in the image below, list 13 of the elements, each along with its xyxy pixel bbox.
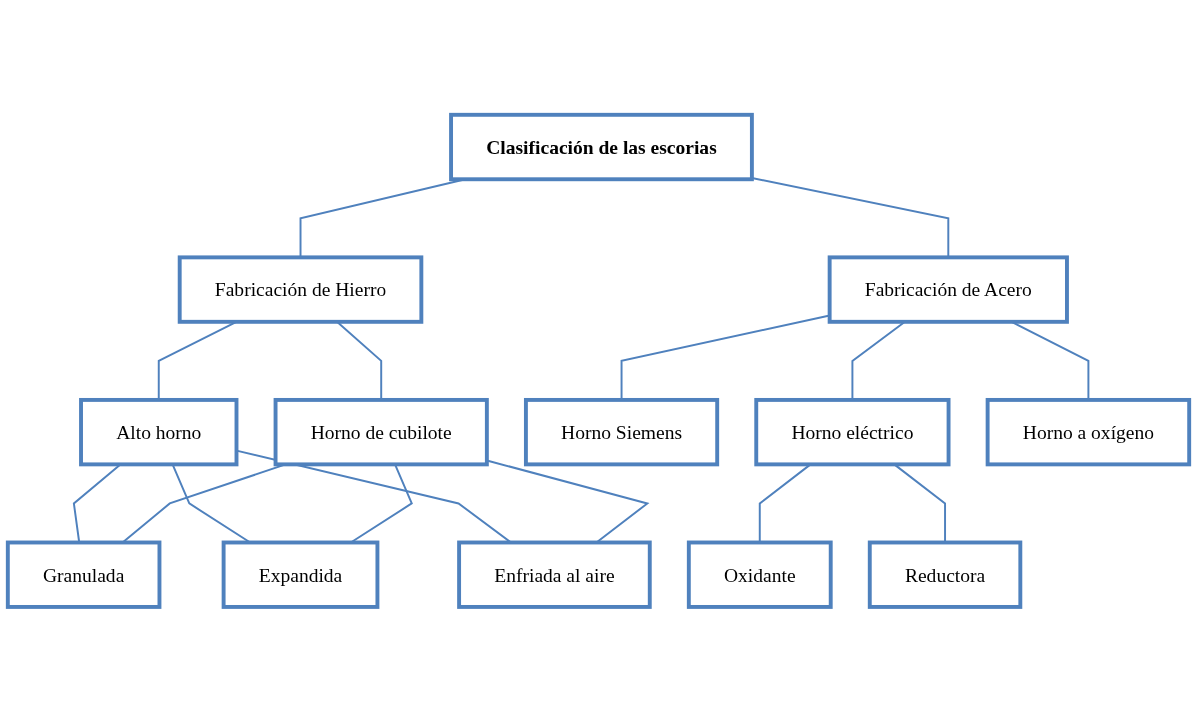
node-box: Fabricación de Acero [827,255,1069,324]
node-box: Oxidante [686,540,833,609]
node-box: Alto horno [79,397,239,466]
node-box: Expandida [221,540,380,609]
node-box: Fabricación de Hierro [177,255,424,324]
node-box: Horno eléctrico [754,397,951,466]
node-box: Horno a oxígeno [985,397,1192,466]
node-box: Reductora [867,540,1023,609]
node-box: Enfriada al aire [457,540,652,609]
node-box: Horno Siemens [523,397,720,466]
node-box: Horno de cubilote [273,397,489,466]
node-box: Clasificación de las escorias [449,112,754,181]
node-box: Granulada [5,540,162,609]
